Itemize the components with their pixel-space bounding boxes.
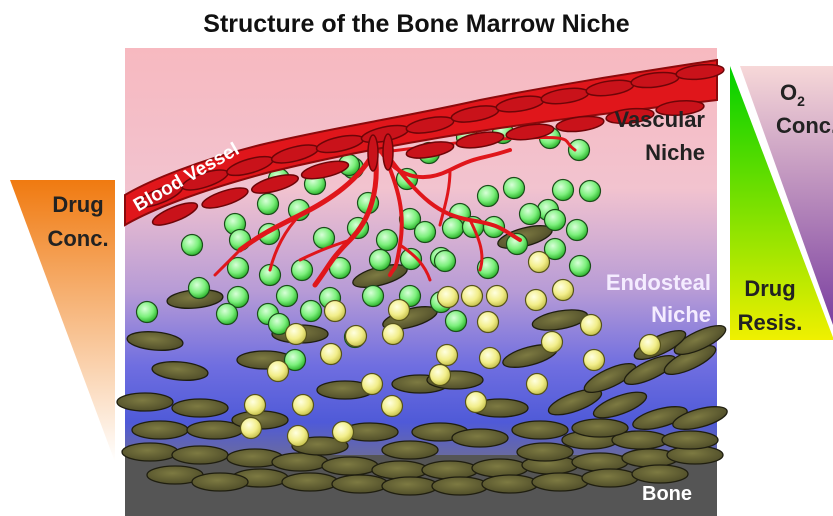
stem-cell bbox=[182, 235, 203, 256]
stem-cell bbox=[580, 181, 601, 202]
drug-resis-label-2: Resis. bbox=[738, 310, 803, 335]
progenitor-cell bbox=[430, 365, 451, 386]
progenitor-cell bbox=[346, 326, 367, 347]
osteoblast-cell bbox=[482, 475, 538, 493]
progenitor-cell bbox=[462, 286, 483, 307]
o2-symbol: O bbox=[780, 80, 797, 105]
stem-cell bbox=[292, 260, 313, 281]
progenitor-cell bbox=[333, 422, 354, 443]
progenitor-cell bbox=[268, 361, 289, 382]
progenitor-cell bbox=[288, 426, 309, 447]
progenitor-cell bbox=[438, 287, 459, 308]
osteoblast-cell bbox=[472, 459, 528, 477]
osteoblast-cell bbox=[332, 475, 388, 493]
stem-cell bbox=[570, 256, 591, 277]
progenitor-cell bbox=[553, 280, 574, 301]
osteoblast-cell bbox=[322, 457, 378, 475]
stem-cell bbox=[137, 302, 158, 323]
osteoblast-cell bbox=[572, 419, 628, 437]
osteoblast-cell bbox=[122, 443, 178, 461]
drug-conc-label-1: Drug bbox=[52, 192, 103, 217]
osteoblast-cell bbox=[382, 477, 438, 495]
osteoblast-cell bbox=[192, 473, 248, 491]
stem-cell bbox=[377, 230, 398, 251]
stem-cell bbox=[443, 218, 464, 239]
drug-resis-label-1: Drug bbox=[744, 276, 795, 301]
progenitor-cell bbox=[478, 312, 499, 333]
bone-label: Bone bbox=[642, 483, 692, 505]
stem-cell bbox=[446, 311, 467, 332]
osteoblast-cell bbox=[117, 393, 173, 411]
stem-cell bbox=[258, 194, 279, 215]
stem-cell bbox=[277, 286, 298, 307]
progenitor-cell bbox=[581, 315, 602, 336]
stem-cell bbox=[569, 140, 590, 161]
osteoblast-cell bbox=[172, 399, 228, 417]
osteoblast-cell bbox=[582, 469, 638, 487]
progenitor-cell bbox=[640, 335, 661, 356]
osteoblast-cell bbox=[517, 443, 573, 461]
stem-cell bbox=[545, 210, 566, 231]
drug-conc-triangle bbox=[10, 180, 115, 462]
osteoblast-cell bbox=[372, 461, 428, 479]
progenitor-cell bbox=[321, 344, 342, 365]
progenitor-cell bbox=[293, 395, 314, 416]
progenitor-cell bbox=[529, 252, 550, 273]
osteoblast-cell bbox=[432, 477, 488, 495]
stem-cell bbox=[370, 250, 391, 271]
progenitor-cell bbox=[466, 392, 487, 413]
progenitor-cell bbox=[325, 301, 346, 322]
stem-cell bbox=[217, 304, 238, 325]
progenitor-cell bbox=[389, 300, 410, 321]
stem-cell bbox=[301, 301, 322, 322]
stem-cell bbox=[189, 278, 210, 299]
endosteal-niche-label-2: Niche bbox=[651, 302, 711, 327]
stem-cell bbox=[504, 178, 525, 199]
progenitor-cell bbox=[526, 290, 547, 311]
osteoblast-cell bbox=[512, 421, 568, 439]
progenitor-cell bbox=[382, 396, 403, 417]
osteoblast-cell bbox=[662, 431, 718, 449]
osteoblast-cell bbox=[532, 473, 588, 491]
stem-cell bbox=[520, 204, 541, 225]
vascular-niche-label-2: Niche bbox=[645, 140, 705, 165]
stem-cell bbox=[478, 186, 499, 207]
progenitor-cell bbox=[480, 348, 501, 369]
osteoblast-cell bbox=[382, 441, 438, 459]
progenitor-cell bbox=[241, 418, 262, 439]
progenitor-cell bbox=[362, 374, 383, 395]
drug-conc-label-2: Conc. bbox=[47, 226, 108, 251]
osteoblast-cell bbox=[422, 461, 478, 479]
stem-cell bbox=[553, 180, 574, 201]
vascular-niche-label-1: Vascular bbox=[614, 107, 705, 132]
progenitor-cell bbox=[437, 345, 458, 366]
osteoblast-cell bbox=[632, 465, 688, 483]
stem-cell bbox=[567, 220, 588, 241]
osteoblast-cell bbox=[172, 446, 228, 464]
progenitor-cell bbox=[527, 374, 548, 395]
endosteal-niche-label-1: Endosteal bbox=[606, 270, 711, 295]
progenitor-cell bbox=[286, 324, 307, 345]
stem-cell bbox=[363, 286, 384, 307]
progenitor-cell bbox=[245, 395, 266, 416]
o2-label-conc: Conc. bbox=[776, 113, 833, 138]
progenitor-cell bbox=[584, 350, 605, 371]
osteoblast-cell bbox=[272, 453, 328, 471]
osteoblast-cell bbox=[282, 473, 338, 491]
vessel-cell bbox=[368, 135, 378, 171]
osteoblast-cell bbox=[572, 453, 628, 471]
stem-cell bbox=[415, 222, 436, 243]
osteoblast-cell bbox=[132, 421, 188, 439]
o2-subscript: 2 bbox=[797, 93, 805, 109]
progenitor-cell bbox=[542, 332, 563, 353]
osteoblast-cell bbox=[452, 429, 508, 447]
stem-cell bbox=[435, 251, 456, 272]
progenitor-cell bbox=[383, 324, 404, 345]
progenitor-cell bbox=[487, 286, 508, 307]
vessel-cell bbox=[383, 134, 393, 170]
